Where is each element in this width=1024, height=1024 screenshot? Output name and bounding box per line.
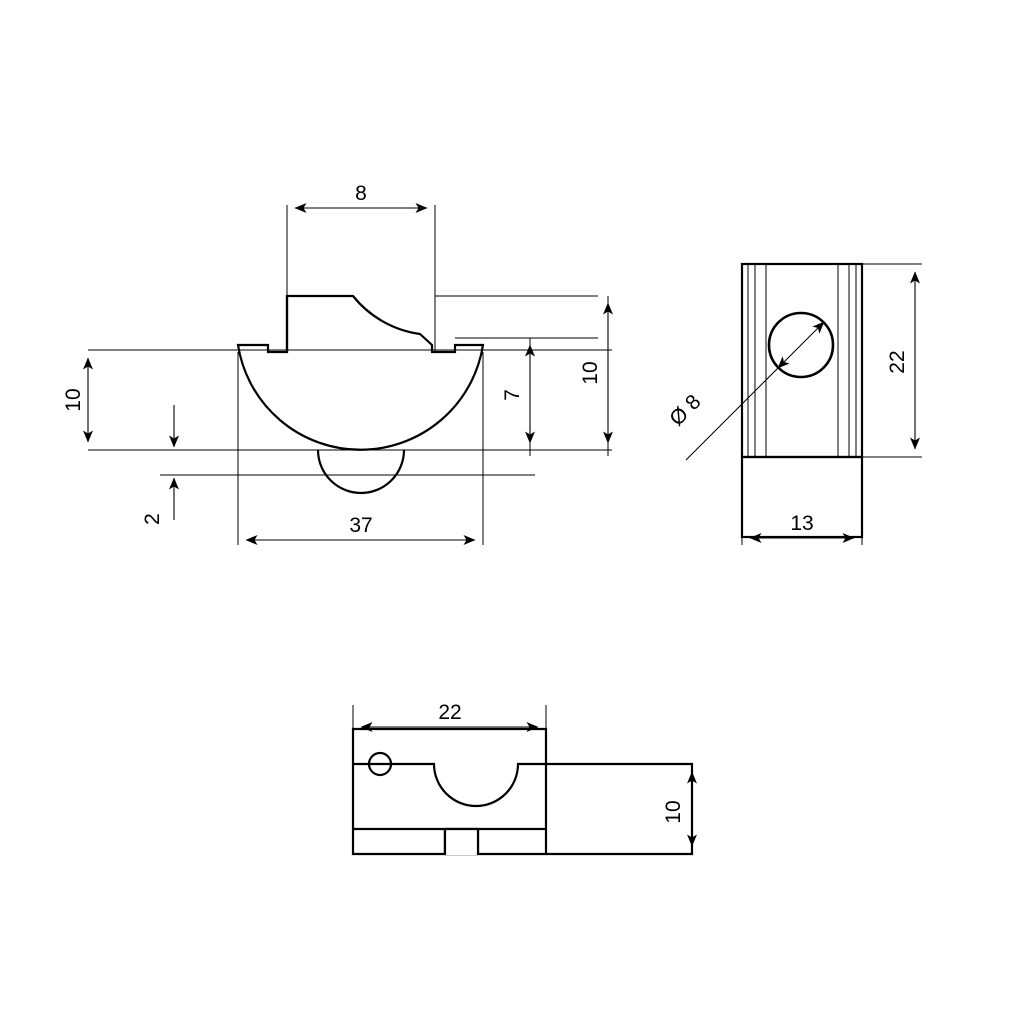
front-view-inner-arc xyxy=(316,449,406,495)
dim-label-top-22: 22 xyxy=(438,701,461,724)
dimension-8-top-width: 8 xyxy=(294,182,428,213)
top-view-gap-fill xyxy=(445,830,478,855)
dim-label-37: 37 xyxy=(349,514,372,537)
dim-label-7: 7 xyxy=(501,389,524,401)
dim-label-10-left: 10 xyxy=(62,388,85,411)
diameter-leader-line xyxy=(685,365,781,461)
side-view: Ø 8 22 13 xyxy=(665,262,922,545)
dimension-22-side-height: 22 xyxy=(862,263,922,458)
dim-label-13: 13 xyxy=(790,512,813,535)
diameter-arrow-line xyxy=(777,321,825,369)
dim-label-top-10: 10 xyxy=(662,800,685,823)
dim-label-22: 22 xyxy=(886,350,909,373)
dimension-10-left-height: 10 xyxy=(62,357,93,443)
front-view-outline xyxy=(236,294,485,451)
front-view-projection-lines xyxy=(88,205,612,545)
dimension-2-step-height: 2 xyxy=(141,405,179,525)
side-view-internal-lines xyxy=(747,264,857,457)
dimension-7-inner-height: 7 xyxy=(501,344,535,444)
top-view: 22 10 xyxy=(351,701,697,856)
dim-label-10-right: 10 xyxy=(579,361,602,384)
dimension-10-top-height: 10 xyxy=(662,771,697,847)
top-view-notch-profile xyxy=(353,762,546,808)
side-view-hole-circle xyxy=(767,311,835,379)
diameter-leader xyxy=(685,321,825,461)
front-view: 8 37 10 2 7 10 xyxy=(62,182,613,545)
dimension-10-right-height: 10 xyxy=(579,302,613,444)
dimension-13-side-width: 13 xyxy=(741,457,863,545)
dim-label-8: 8 xyxy=(355,182,367,205)
side-view-body-outline xyxy=(740,262,864,459)
dimension-37-overall-width: 37 xyxy=(245,514,476,545)
top-view-hole-circle xyxy=(367,751,393,777)
dim-label-2: 2 xyxy=(141,513,164,525)
dimension-22-top-width: 22 xyxy=(352,701,547,732)
dim-label-diameter-8: Ø 8 xyxy=(665,390,705,430)
dim-label-diameter-8-group: Ø 8 xyxy=(665,390,705,430)
